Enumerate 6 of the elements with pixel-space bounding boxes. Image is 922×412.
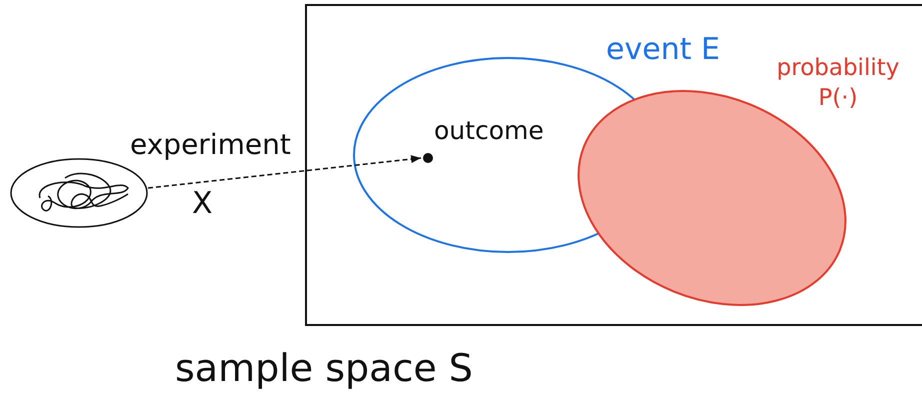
probability-label: probability P(·)	[776, 54, 900, 113]
event-label: event E	[605, 31, 721, 69]
sample-space-label: sample space S	[175, 346, 473, 390]
outcome-label: outcome	[434, 116, 544, 145]
arrow	[148, 155, 422, 189]
variable-label: X	[192, 186, 213, 221]
